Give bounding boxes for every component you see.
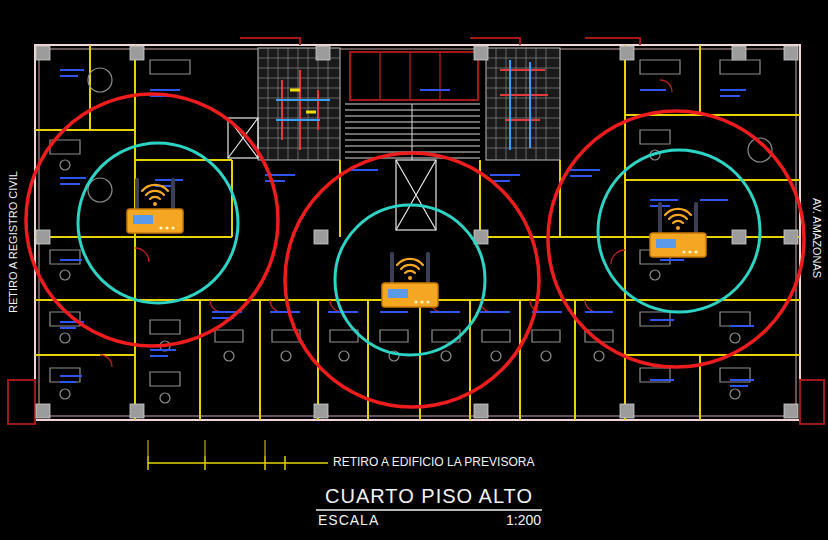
dimension-extension (148, 440, 265, 456)
shaft-outline (350, 52, 478, 100)
building-outline (35, 45, 800, 420)
inner-coverage-circle (598, 150, 760, 312)
column (314, 230, 328, 244)
column (784, 46, 798, 60)
building-inner-outline (39, 49, 796, 416)
column (620, 46, 634, 60)
column (130, 404, 144, 418)
chair (730, 333, 740, 343)
chair (160, 393, 170, 403)
column (36, 46, 50, 60)
chair (650, 270, 660, 280)
column (732, 230, 746, 244)
inner-coverage-circle (78, 143, 238, 303)
wifi-router (650, 202, 706, 257)
inner-coverage-circle (335, 205, 485, 355)
column (36, 230, 50, 244)
column (314, 404, 328, 418)
chair (594, 351, 604, 361)
columns (36, 46, 798, 418)
chair (60, 270, 70, 280)
column (36, 404, 50, 418)
column (620, 404, 634, 418)
column (784, 404, 798, 418)
dimension-line (148, 456, 328, 470)
wifi-router (127, 178, 183, 233)
outer-coverage-circle (26, 94, 278, 346)
hatch-grid (258, 48, 340, 160)
outer-coverage-circle (548, 111, 804, 367)
room-annotations (60, 70, 754, 386)
chair (60, 160, 70, 170)
outer-coverage-circle (285, 153, 539, 407)
column (474, 404, 488, 418)
coverage-areas (26, 94, 804, 407)
column (784, 230, 798, 244)
chair (339, 351, 349, 361)
boundary-label: RETIRO A EDIFICIO LA PREVISORA (333, 456, 534, 469)
installation-lines (276, 100, 330, 120)
street-label: RETIRO A REGISTRO CIVIL (7, 171, 19, 313)
installation-lines (282, 70, 318, 150)
elevator (396, 160, 436, 230)
hatch-area (486, 48, 560, 160)
scale-label: ESCALA (318, 513, 379, 528)
column (130, 46, 144, 60)
street-label: AV. AMAZONAS (811, 198, 823, 278)
chair (730, 389, 740, 399)
plan-title: CUARTO PISO ALTO (325, 485, 533, 507)
column (474, 46, 488, 60)
chair (281, 351, 291, 361)
chair (60, 333, 70, 343)
installation-lines (500, 70, 548, 120)
shaft-divisions (380, 52, 440, 100)
door-swings (100, 80, 692, 367)
installation-lines (290, 90, 316, 112)
corner-block (800, 380, 824, 424)
corner-block (8, 380, 35, 424)
hatch-grid (486, 48, 560, 160)
chair (224, 351, 234, 361)
partition-walls (35, 45, 800, 420)
title-underline (316, 509, 542, 511)
chair (60, 389, 70, 399)
chair (491, 351, 501, 361)
desks (50, 60, 760, 386)
chair (441, 351, 451, 361)
facade-detail (240, 38, 640, 45)
round-table (88, 178, 112, 202)
hatch-area (258, 48, 340, 160)
column (732, 46, 746, 60)
column (316, 46, 330, 60)
chair (541, 351, 551, 361)
round-table (88, 68, 112, 92)
installation-lines (510, 60, 530, 150)
elevator-cross (396, 160, 436, 230)
scale-value: 1:200 (506, 513, 541, 528)
wifi-router (382, 252, 438, 307)
